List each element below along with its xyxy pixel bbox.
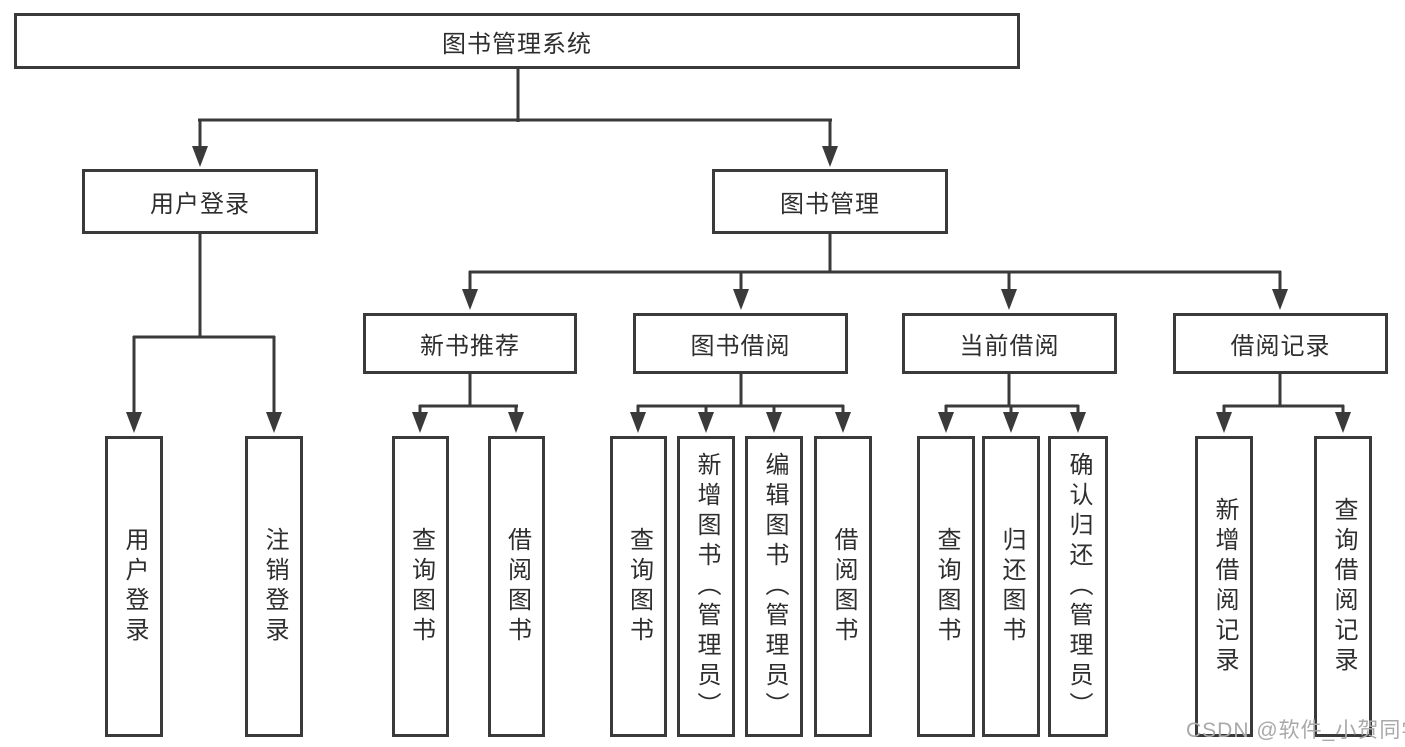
node-new-book-recommend: 新书推荐: [363, 313, 577, 374]
node-new-book-recommend-label: 新书推荐: [420, 333, 520, 360]
leaf-borrowing-query-books-label: 查询图书: [625, 526, 653, 647]
leaf-borrowing-borrow-books: 借阅图书: [814, 436, 872, 737]
leaf-query-borrow-record-label: 查询借阅记录: [1330, 496, 1357, 677]
leaf-query-borrow-record: 查询借阅记录: [1314, 436, 1372, 737]
leaf-return-books: 归还图书: [982, 436, 1040, 737]
leaf-edit-book-admin-label: 编辑图书（管理员）: [761, 451, 788, 722]
leaf-add-borrow-record: 新增借阅记录: [1195, 436, 1253, 737]
leaf-add-book-admin: 新增图书（管理员）: [677, 436, 735, 737]
leaf-add-borrow-record-label: 新增借阅记录: [1211, 496, 1238, 677]
leaf-edit-book-admin: 编辑图书（管理员）: [745, 436, 803, 737]
leaf-logout: 注销登录: [245, 436, 303, 737]
node-borrow-records-label: 借阅记录: [1230, 333, 1331, 360]
node-user-login: 用户登录: [82, 169, 318, 234]
node-book-management: 图书管理: [712, 169, 948, 234]
leaf-recommend-borrow-books-label: 借阅图书: [503, 526, 531, 647]
leaf-recommend-query-books: 查询图书: [392, 436, 449, 737]
leaf-borrowing-query-books: 查询图书: [610, 436, 667, 737]
leaf-confirm-return-admin-label: 确认归还（管理员）: [1065, 451, 1092, 722]
node-current-borrowing: 当前借阅: [902, 313, 1117, 374]
node-current-borrowing-label: 当前借阅: [959, 333, 1060, 360]
leaf-add-book-admin-label: 新增图书（管理员）: [693, 451, 720, 722]
node-borrow-records: 借阅记录: [1173, 313, 1388, 374]
node-book-borrowing-label: 图书借阅: [690, 333, 791, 360]
leaf-recommend-borrow-books: 借阅图书: [488, 436, 545, 737]
leaf-user-login: 用户登录: [105, 436, 163, 737]
leaf-logout-label: 注销登录: [261, 526, 288, 647]
leaf-current-query-books-label: 查询图书: [933, 526, 960, 647]
node-library-system: 图书管理系统: [14, 13, 1020, 69]
leaf-borrowing-borrow-books-label: 借阅图书: [830, 526, 857, 647]
leaf-current-query-books: 查询图书: [917, 436, 975, 737]
node-library-system-label: 图书管理系统: [442, 30, 592, 58]
leaf-user-login-label: 用户登录: [121, 526, 148, 647]
csdn-watermark: CSDN @软件_小贺同学: [1186, 719, 1405, 742]
leaf-confirm-return-admin: 确认归还（管理员）: [1048, 436, 1108, 737]
node-book-borrowing: 图书借阅: [633, 313, 848, 374]
leaf-return-books-label: 归还图书: [998, 526, 1025, 647]
leaf-recommend-query-books-label: 查询图书: [407, 526, 435, 647]
node-book-management-label: 图书管理: [780, 191, 880, 218]
node-user-login-label: 用户登录: [150, 191, 250, 218]
